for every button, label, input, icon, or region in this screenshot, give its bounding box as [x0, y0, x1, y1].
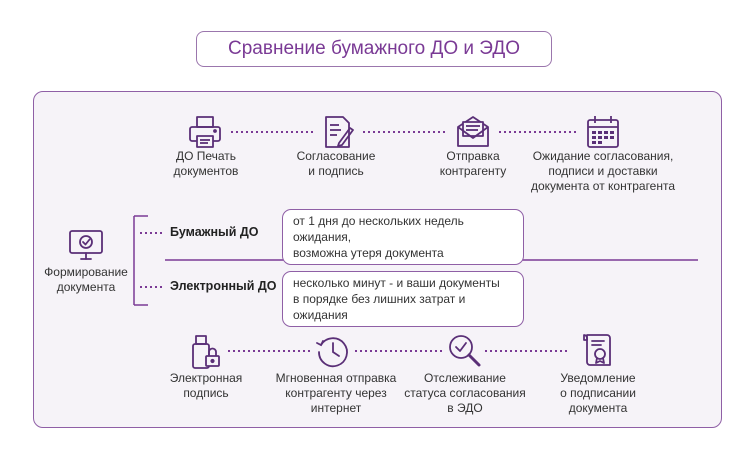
electronic-track-label: Электронный ДО: [170, 279, 277, 293]
top-step-label-4: Ожидание согласования, подписи и доставк…: [530, 149, 676, 193]
electronic-description-pill: несколько минут - и ваши документы в пор…: [282, 271, 524, 327]
paper-track-label: Бумажный ДО: [170, 225, 259, 239]
bottom-step-label-2: Мгновенная отправка контрагенту через ин…: [275, 371, 397, 415]
envelope-icon: [454, 113, 492, 151]
magnifier-check-icon: [445, 331, 483, 369]
top-step-label-1: ДО Печать документов: [173, 149, 239, 178]
top-step-label-2: Согласование и подпись: [296, 149, 376, 178]
bottom-step-label-4: Уведомление о подписании документа: [560, 371, 636, 415]
certificate-icon: [579, 331, 617, 369]
clock-icon: [314, 333, 352, 371]
bottom-step-label-3: Отслеживание статуса согласования в ЭДО: [404, 371, 526, 415]
document-pen-icon: [319, 113, 357, 151]
bottom-step-label-1: Электронная подпись: [169, 371, 243, 400]
monitor-check-icon: [67, 226, 105, 264]
printer-icon: [186, 113, 224, 151]
start-label: Формирование документа: [44, 265, 128, 294]
calendar-icon: [584, 113, 622, 151]
paper-description-pill: от 1 дня до нескольких недель ожидания, …: [282, 209, 524, 265]
diagram-title: Сравнение бумажного ДО и ЭДО: [196, 31, 552, 67]
top-step-label-3: Отправка контрагенту: [439, 149, 507, 178]
usb-lock-icon: [188, 333, 226, 371]
